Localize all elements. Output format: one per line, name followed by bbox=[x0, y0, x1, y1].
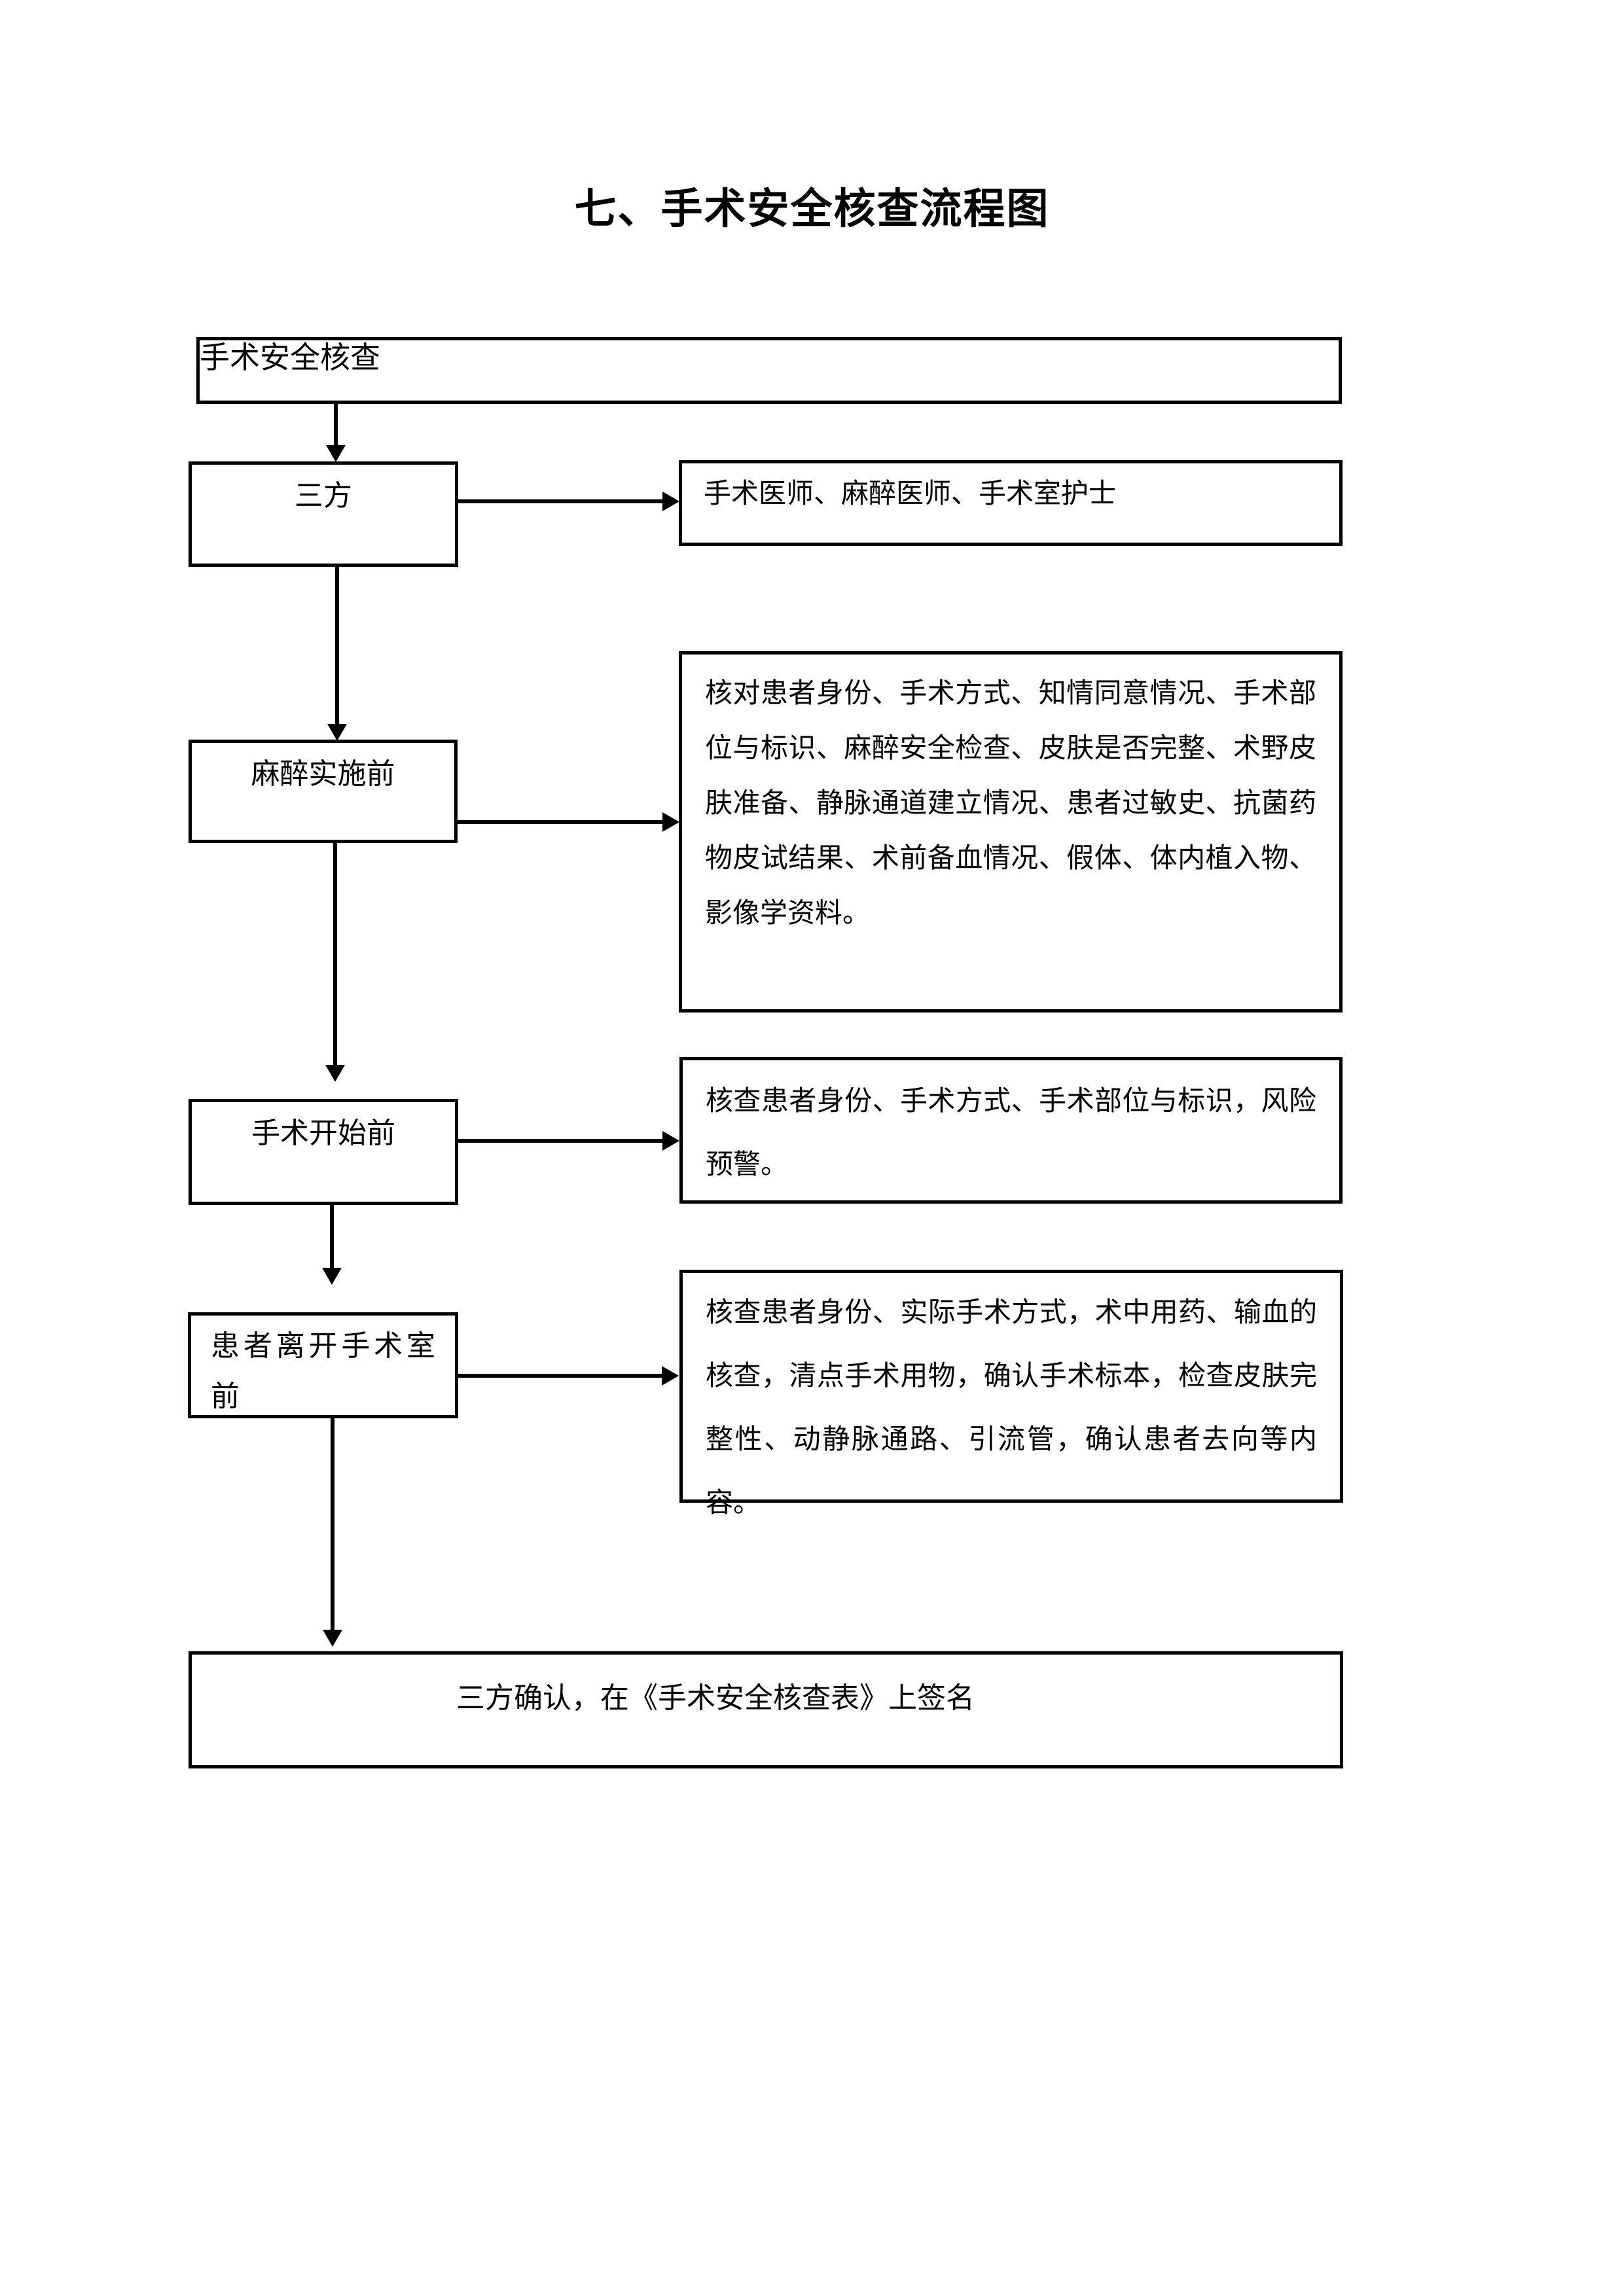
arrow-right-icon-1 bbox=[662, 492, 679, 511]
note-text-pre-anesthesia: 核对患者身份、手术方式、知情同意情况、手术部位与标识、麻醉安全检查、皮肤是否完整… bbox=[705, 677, 1316, 929]
step-box-pre-incision: 手术开始前 bbox=[189, 1099, 458, 1205]
arrow-down-icon-5 bbox=[323, 1630, 342, 1647]
connector-line-step3-to-note bbox=[458, 1139, 662, 1143]
arrow-down-icon-4 bbox=[322, 1268, 342, 1285]
note-box-three-parties: 手术医师、麻醉医师、手术室护士 bbox=[679, 460, 1343, 546]
connector-line-step2-to-step3 bbox=[333, 843, 337, 1065]
connector-line-step1-to-note bbox=[458, 499, 662, 503]
note-text-three-parties: 手术医师、麻醉医师、手术室护士 bbox=[704, 477, 1117, 509]
note-box-before-leaving-or: 核查患者身份、实际手术方式，术中用药、输血的核查，清点手术用物，确认手术标本，检… bbox=[679, 1270, 1343, 1518]
arrow-down-icon-3 bbox=[325, 1065, 345, 1082]
arrow-down-icon-1 bbox=[326, 445, 346, 462]
flow-footer-box: 三方确认，在《手术安全核查表》上签名 bbox=[189, 1651, 1343, 1768]
connector-line-step3-to-step4 bbox=[330, 1205, 334, 1268]
connector-line-step1-to-step2 bbox=[335, 567, 339, 724]
arrow-right-icon-3 bbox=[662, 1131, 679, 1151]
arrow-right-icon-2 bbox=[662, 812, 679, 832]
step-label-pre-incision: 手术开始前 bbox=[251, 1117, 395, 1150]
step-label-before-leaving-or: 患者离开手术室前 bbox=[211, 1329, 435, 1413]
note-text-pre-incision: 核查患者身份、手术方式、手术部位与标识，风险预警。 bbox=[706, 1085, 1316, 1180]
connector-line-step4-to-footer bbox=[331, 1418, 334, 1630]
step-label-pre-anesthesia: 麻醉实施前 bbox=[251, 757, 395, 791]
note-box-pre-incision: 核查患者身份、手术方式、手术部位与标识，风险预警。 bbox=[679, 1057, 1343, 1204]
note-text-before-leaving-or: 核查患者身份、实际手术方式，术中用药、输血的核查，清点手术用物，确认手术标本，检… bbox=[706, 1296, 1317, 1518]
connector-line-step2-to-note bbox=[458, 820, 662, 824]
step-box-pre-anesthesia: 麻醉实施前 bbox=[189, 740, 458, 843]
step-box-before-leaving-or: 患者离开手术室前 bbox=[188, 1312, 458, 1418]
flow-root-box: 手术安全核查 bbox=[196, 337, 1342, 404]
step-label-three-parties: 三方 bbox=[295, 479, 352, 512]
note-box-pre-anesthesia: 核对患者身份、手术方式、知情同意情况、手术部位与标识、麻醉安全检查、皮肤是否完整… bbox=[679, 651, 1343, 1013]
connector-line-root-to-step1 bbox=[334, 404, 338, 446]
flow-footer-label: 三方确认，在《手术安全核查表》上签名 bbox=[456, 1681, 975, 1715]
step-box-three-parties: 三方 bbox=[189, 461, 458, 567]
connector-line-step4-to-note bbox=[458, 1374, 662, 1378]
arrow-down-icon-2 bbox=[327, 724, 347, 741]
page-title: 七、手术安全核查流程图 bbox=[574, 185, 1050, 232]
arrow-right-icon-4 bbox=[662, 1366, 679, 1386]
flow-root-label: 手术安全核查 bbox=[200, 340, 380, 375]
